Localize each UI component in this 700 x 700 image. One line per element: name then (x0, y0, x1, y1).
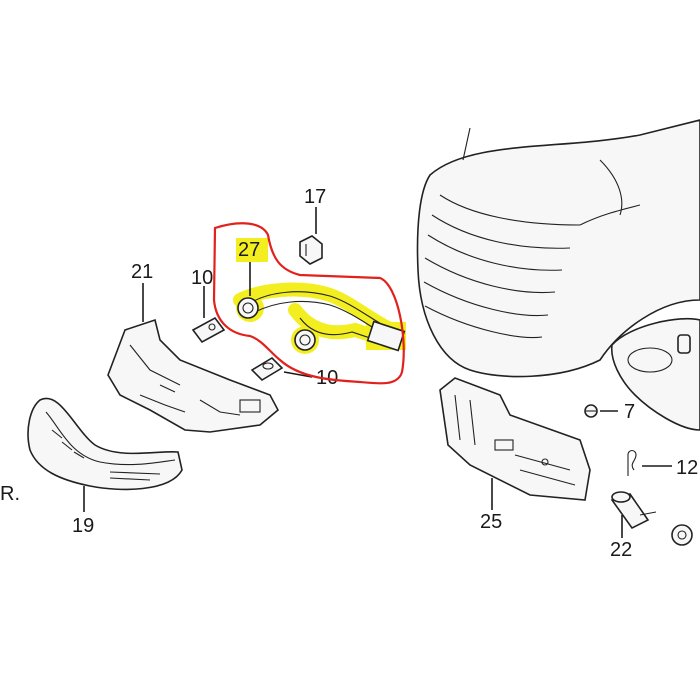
callout-21: 21 (131, 261, 153, 283)
callout-19: 19 (72, 515, 94, 537)
housing-part-21 (107, 318, 280, 433)
screw-part-7 (584, 404, 598, 418)
bulb-part-10-upper (191, 316, 226, 344)
callout-10-upper: 10 (191, 267, 213, 289)
callout-22: 22 (610, 539, 632, 561)
right-tray (610, 317, 700, 431)
lens-part-19 (27, 397, 183, 491)
harness-outline (212, 222, 405, 385)
clip-part-17 (299, 235, 323, 265)
hood-cover (416, 119, 700, 378)
wiring-harness-part-27 (237, 291, 406, 352)
callout-7: 7 (624, 401, 635, 423)
bracket-part-25 (439, 377, 591, 501)
callout-25: 25 (480, 511, 502, 533)
edge-fragment-text: R. (0, 483, 20, 505)
nut-part (671, 524, 693, 546)
callout-12: 12 (676, 457, 698, 479)
bulb-part-10-lower (250, 356, 284, 382)
callout-27: 27 (238, 239, 260, 261)
callout-17: 17 (304, 186, 326, 208)
clip-part-12 (627, 449, 637, 476)
pin-part-22 (610, 491, 657, 530)
